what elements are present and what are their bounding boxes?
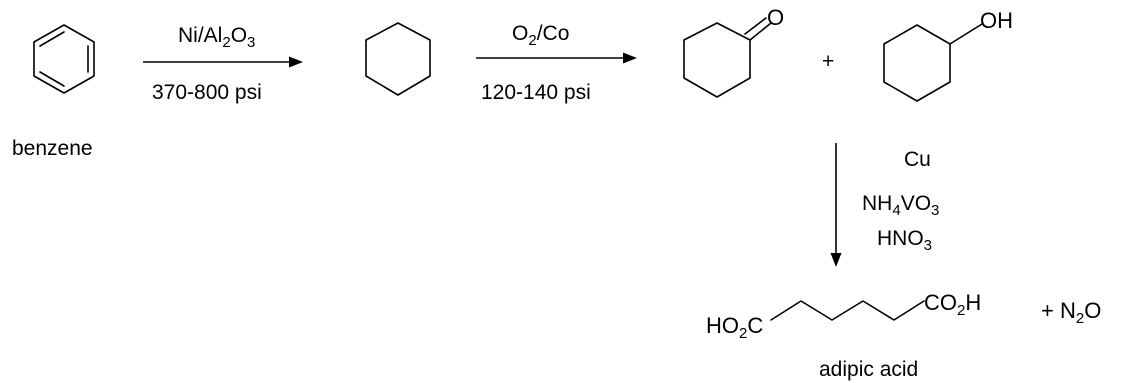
step3-reagent-hno3: HNO3 — [877, 227, 932, 254]
benzene-label: benzene — [12, 137, 93, 160]
nitrous-oxide: + N2O — [1041, 298, 1101, 327]
cyclohexanone-structure — [683, 17, 772, 98]
ketone-oxygen: O — [767, 5, 784, 30]
step1-reagent: Ni/Al2O3 — [178, 24, 255, 51]
cyclohexanol-structure — [883, 23, 983, 102]
plus-sign-1: + — [822, 50, 834, 73]
step3-reagent-nh4vo3: NH4VO3 — [862, 192, 939, 219]
adipic-right-group: CO2H — [924, 290, 981, 319]
alcohol-group: OH — [980, 8, 1013, 33]
adipic-chain — [770, 300, 925, 321]
adipic-acid-label: adipic acid — [819, 358, 918, 381]
cyclohexane-structure — [365, 22, 431, 96]
adipic-left-group: HO2C — [706, 313, 763, 342]
step2-condition: 120-140 psi — [481, 81, 591, 104]
reaction-arrow-3 — [830, 143, 842, 267]
step3-reagent-cu: Cu — [904, 148, 931, 171]
step1-condition: 370-800 psi — [152, 81, 262, 104]
reaction-arrow-1 — [143, 56, 303, 68]
step2-reagent: O2/Co — [512, 22, 569, 49]
benzene-structure — [33, 24, 95, 94]
reaction-arrow-2 — [476, 52, 637, 64]
